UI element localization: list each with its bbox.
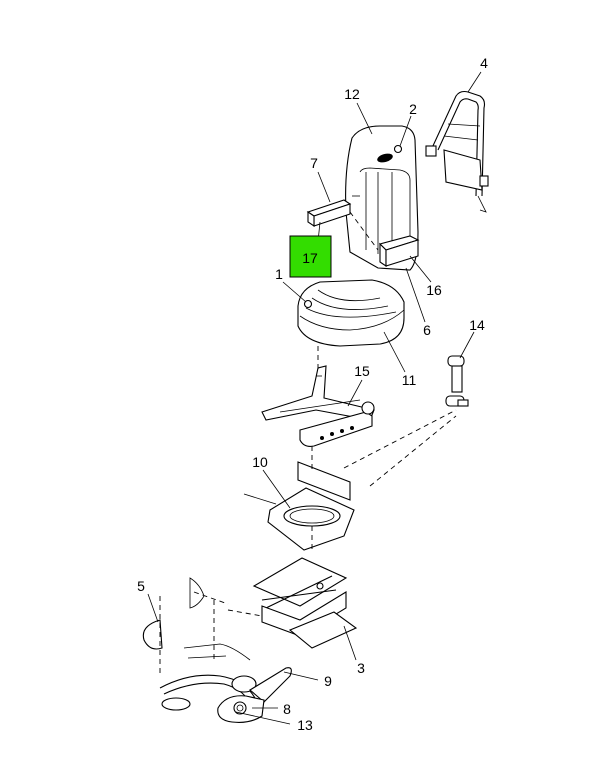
logo-badge-icon bbox=[377, 153, 393, 163]
assembly-line bbox=[227, 609, 263, 617]
armrest-left[interactable] bbox=[306, 199, 352, 228]
callout-2[interactable]: 2 bbox=[409, 101, 417, 117]
armrest-right[interactable] bbox=[378, 235, 420, 268]
leader-lines bbox=[147, 71, 482, 725]
seat-cushion[interactable] bbox=[297, 279, 405, 347]
seat-slide-frame[interactable] bbox=[261, 365, 375, 447]
callout-17[interactable]: 17 bbox=[302, 250, 318, 266]
assembly-line bbox=[349, 211, 379, 251]
headrest-knob bbox=[393, 144, 403, 154]
callout-3[interactable]: 3 bbox=[357, 660, 365, 676]
callout-9[interactable]: 9 bbox=[324, 673, 332, 689]
assembly-line bbox=[369, 415, 457, 487]
callout-7[interactable]: 7 bbox=[310, 155, 318, 171]
callout-8[interactable]: 8 bbox=[283, 701, 291, 717]
control-knob bbox=[233, 701, 247, 715]
callout-1[interactable]: 1 bbox=[275, 266, 283, 282]
callout-14[interactable]: 14 bbox=[469, 317, 485, 333]
shock-absorber[interactable] bbox=[445, 355, 469, 407]
callout-6[interactable]: 6 bbox=[423, 322, 431, 338]
belt-anchor-upper bbox=[425, 145, 437, 157]
assembly-line bbox=[343, 409, 457, 469]
side-cover[interactable] bbox=[142, 577, 205, 650]
callout-16[interactable]: 16 bbox=[426, 282, 442, 298]
slide-lever-knob bbox=[361, 401, 375, 415]
assembly-line bbox=[193, 591, 229, 605]
callout-10[interactable]: 10 bbox=[252, 454, 268, 470]
callout-11[interactable]: 11 bbox=[402, 372, 417, 388]
seat-back[interactable] bbox=[345, 125, 419, 271]
swivel-plate[interactable] bbox=[243, 461, 355, 551]
belt-buckle bbox=[479, 175, 489, 187]
cushion-knob bbox=[303, 299, 313, 309]
callout-12[interactable]: 12 bbox=[344, 86, 360, 102]
control-housing[interactable] bbox=[217, 695, 265, 723]
cable-clip bbox=[161, 697, 191, 711]
callout-4[interactable]: 4 bbox=[480, 55, 488, 71]
seat-belt-frame[interactable] bbox=[425, 90, 489, 213]
callout-5[interactable]: 5 bbox=[137, 578, 145, 594]
callout-15[interactable]: 15 bbox=[354, 363, 370, 379]
callout-13[interactable]: 13 bbox=[297, 717, 313, 733]
suspension-base[interactable] bbox=[252, 557, 358, 649]
callout-17-highlight-box[interactable] bbox=[289, 235, 332, 278]
